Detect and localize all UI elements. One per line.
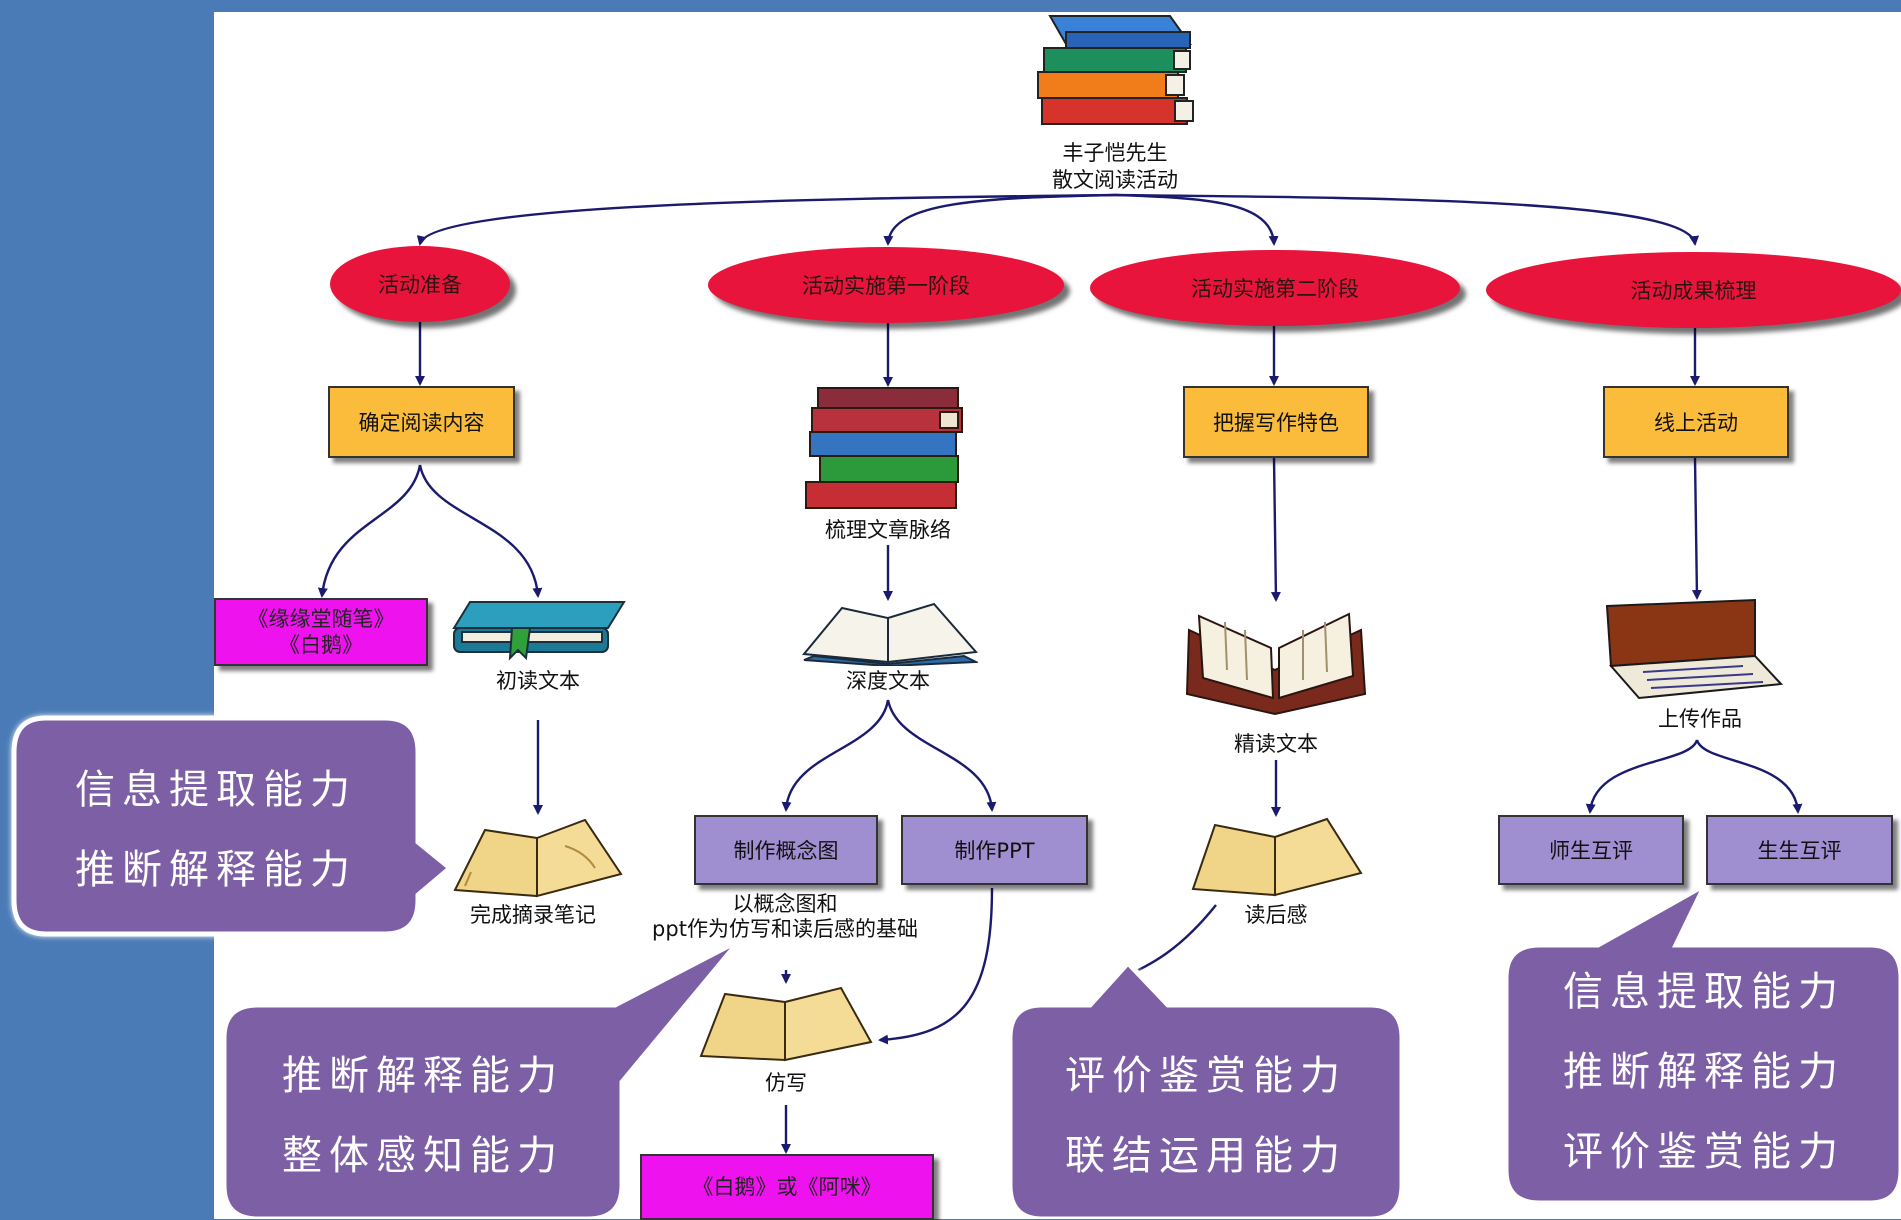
make-ppt-box: 制作PPT	[901, 815, 1088, 885]
confirm-content-box: 确定阅读内容	[328, 386, 515, 458]
imitation-label: 仿写	[765, 1071, 807, 1095]
books-box: 《缘缘堂随笔》 《白鹅》	[214, 598, 428, 666]
open-book-blue-icon	[802, 602, 978, 666]
callout-3-line2: 联结运用能力	[1065, 1133, 1347, 1179]
callout-3-line1: 评价鉴赏能力	[1065, 1053, 1347, 1099]
basis-label-line1: 以概念图和	[732, 892, 838, 916]
root-title: 丰子恺先生 散文阅读活动	[1015, 140, 1215, 194]
link-root-phase4	[1114, 193, 1700, 246]
reflection-label: 读后感	[1244, 903, 1308, 927]
callout-3-text: 评价鉴赏能力 联结运用能力	[1018, 1036, 1394, 1196]
callout-1-line2: 推断解释能力	[75, 847, 357, 893]
top-bar	[0, 0, 1901, 12]
callout-shape-2	[221, 937, 742, 1219]
book-stack-icon	[1037, 15, 1194, 125]
close-read-label: 精读文本	[1234, 732, 1318, 756]
phase-stage-two: 活动实施第二阶段	[1090, 250, 1460, 326]
open-book-reflection-icon	[1191, 817, 1363, 897]
callout-2-text: 推断解释能力 整体感知能力	[232, 1036, 614, 1196]
concept-map-box: 制作概念图	[694, 815, 878, 885]
root-title-line1: 丰子恺先生	[1062, 141, 1168, 165]
upload-works-label: 上传作品	[1658, 707, 1742, 731]
open-book-dark-icon	[1185, 612, 1367, 716]
phase-stage-one: 活动实施第一阶段	[708, 247, 1064, 323]
teacher-student-review-box: 师生互评	[1498, 815, 1684, 885]
link-ppt-imitation	[878, 887, 994, 1045]
sort-context-label: 梳理文章脉络	[825, 518, 951, 542]
books-box-line2: 《白鹅》	[279, 633, 363, 657]
link-confirm-firstread	[418, 464, 543, 598]
grasp-features-box: 把握写作特色	[1183, 386, 1369, 458]
callout-4-line2: 推断解释能力	[1563, 1049, 1845, 1095]
basis-label-line2: ppt作为仿写和读后感的基础	[652, 917, 918, 941]
link-online-upload	[1691, 457, 1702, 600]
closed-book-icon	[452, 601, 626, 661]
phase-results: 活动成果梳理	[1486, 252, 1901, 328]
open-book-imitation-icon	[699, 986, 873, 1062]
link-root-phase3	[1114, 193, 1279, 246]
link-grasp-closeread	[1270, 457, 1281, 602]
link-deep-concept	[781, 699, 890, 812]
callout-2-line2: 整体感知能力	[282, 1133, 564, 1179]
link-root-phase1	[416, 193, 1116, 246]
callout-4-line1: 信息提取能力	[1563, 969, 1845, 1015]
root-title-line2: 散文阅读活动	[1052, 168, 1178, 192]
basis-label: 以概念图和 ppt作为仿写和读后感的基础	[605, 892, 965, 942]
final-books-box: 《白鹅》或《阿咪》	[640, 1154, 934, 1220]
phase-preparation: 活动准备	[330, 246, 510, 322]
link-root-phase2	[883, 193, 1116, 246]
excerpt-notes-label: 完成摘录笔记	[470, 903, 596, 927]
callout-4-line3: 评价鉴赏能力	[1563, 1129, 1845, 1175]
callout-2-line1: 推断解释能力	[282, 1053, 564, 1099]
book-pile-icon	[805, 387, 963, 509]
link-deep-ppt	[886, 699, 997, 812]
link-confirm-books	[317, 464, 422, 598]
callout-1-text: 信息提取能力 推断解释能力	[24, 750, 408, 910]
laptop-icon	[1605, 598, 1783, 700]
link-reflection-callout	[1127, 904, 1217, 977]
callout-shape-4	[1503, 878, 1901, 1206]
link-upload-teacher	[1585, 739, 1699, 814]
callout-1-line1: 信息提取能力	[75, 767, 357, 813]
deep-text-label: 深度文本	[846, 669, 930, 693]
open-book-icon	[453, 818, 623, 898]
first-read-label: 初读文本	[496, 669, 580, 693]
link-upload-student	[1695, 739, 1803, 814]
books-box-line1: 《缘缘堂随笔》	[247, 607, 395, 631]
online-activity-box: 线上活动	[1603, 386, 1789, 458]
callout-4-text: 信息提取能力 推断解释能力 评价鉴赏能力	[1514, 952, 1894, 1192]
callout-shape-1	[11, 715, 454, 937]
student-student-review-box: 生生互评	[1706, 815, 1893, 885]
